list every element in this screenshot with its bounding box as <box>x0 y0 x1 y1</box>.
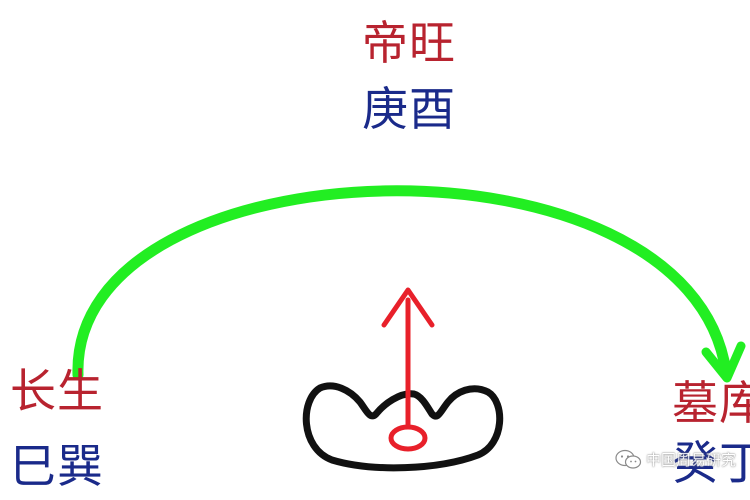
top-label-red: 帝旺 <box>362 16 456 70</box>
wechat-icon <box>615 449 642 469</box>
watermark: 中国周易研究 <box>614 448 736 470</box>
red-circle-marker <box>388 424 428 452</box>
top-label-blue: 庚酉 <box>362 82 456 136</box>
tomb-outline <box>302 382 504 472</box>
red-arrowhead <box>381 287 435 328</box>
green-arrowhead <box>701 341 746 383</box>
left-label-blue: 巳巽 <box>10 439 104 493</box>
green-arc <box>72 185 732 381</box>
watermark-text: 中国周易研究 <box>646 450 737 469</box>
right-label-blue: 癸丁 <box>672 436 750 490</box>
left-label-red: 长生 <box>10 364 104 418</box>
right-label-red: 墓库 <box>672 376 750 430</box>
